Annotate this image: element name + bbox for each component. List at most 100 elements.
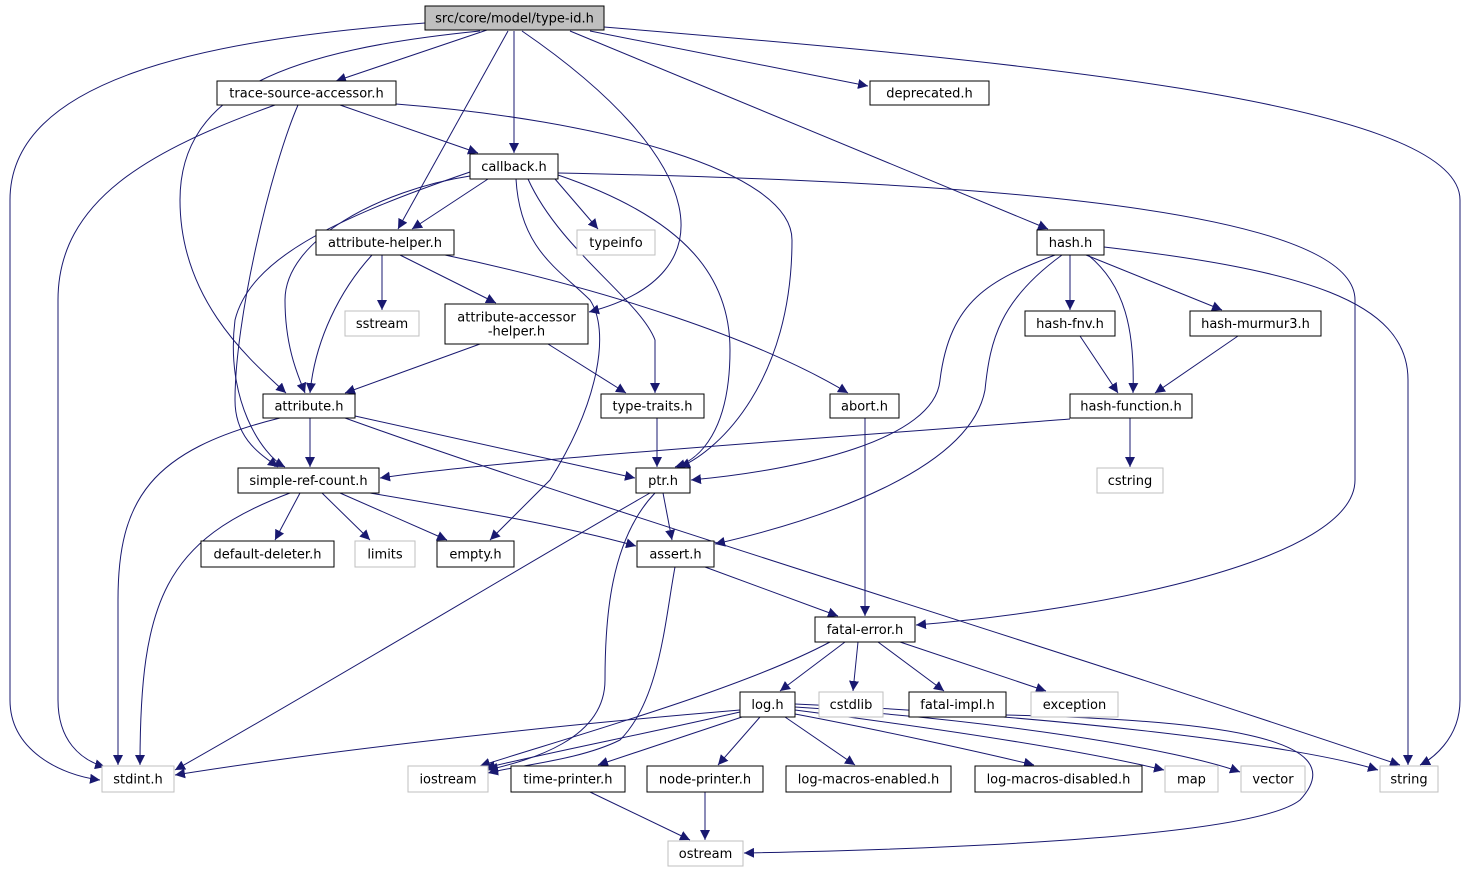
node-box-assert (636, 540, 715, 568)
node-log-macros-enabled[interactable]: log-macros-enabled.h (785, 765, 952, 793)
edge-type-id-to-trace-source-accessor (335, 29, 488, 83)
node-box-limits (354, 540, 416, 568)
edge-simple-ref-count-to-empty (339, 492, 448, 541)
node-box-attribute (262, 393, 356, 419)
node-box-time-printer (510, 765, 626, 793)
node-box-deprecated (869, 80, 990, 106)
node-simple-ref-count[interactable]: simple-ref-count.h (237, 467, 380, 494)
node-ostream: ostream (667, 840, 744, 867)
node-fatal-impl[interactable]: fatal-impl.h (908, 691, 1007, 718)
node-label-ptr: ptr.h (648, 474, 678, 489)
edge-hash-to-string (1103, 246, 1413, 765)
edge-type-id-to-attribute-accessor-helper (521, 30, 682, 315)
node-callback[interactable]: callback.h (469, 153, 559, 180)
node-box-log-macros-disabled (974, 765, 1143, 793)
edge-attribute-helper-to-attribute-accessor-helper (399, 254, 497, 304)
node-trace-source-accessor[interactable]: trace-source-accessor.h (216, 80, 397, 106)
node-box-callback (469, 153, 559, 180)
node-box-hash-function (1069, 393, 1193, 419)
node-time-printer[interactable]: time-printer.h (510, 765, 626, 793)
node-label-typeinfo: typeinfo (589, 236, 642, 251)
edge-type-id-to-attribute (179, 30, 481, 394)
node-sstream: sstream (344, 310, 420, 337)
node-attribute-accessor-helper[interactable]: attribute-accessor-helper.h (444, 303, 589, 345)
edge-log-to-map (794, 709, 1165, 773)
node-stdint: stdint.h (101, 765, 175, 793)
edge-trace-source-accessor-to-callback (339, 104, 479, 155)
node-box-cstring (1096, 467, 1164, 494)
node-log[interactable]: log.h (739, 691, 796, 718)
node-label-empty: empty.h (449, 548, 501, 563)
node-abort[interactable]: abort.h (829, 393, 900, 419)
node-deprecated[interactable]: deprecated.h (869, 80, 990, 106)
node-label-cstring: cstring (1108, 474, 1152, 489)
node-label-attribute: attribute.h (274, 400, 343, 415)
node-hash-fnv[interactable]: hash-fnv.h (1024, 310, 1116, 337)
edge-hash-to-ptr (690, 254, 1056, 485)
edges-layer (9, 22, 1461, 858)
node-empty[interactable]: empty.h (436, 540, 515, 568)
node-label-log: log.h (751, 698, 783, 713)
node-label-simple-ref-count: simple-ref-count.h (249, 474, 367, 489)
node-log-macros-disabled[interactable]: log-macros-disabled.h (974, 765, 1143, 793)
node-label-log-macros-disabled: log-macros-disabled.h (987, 773, 1131, 788)
node-label-deprecated: deprecated.h (886, 87, 972, 102)
node-box-map (1164, 765, 1219, 793)
edge-log-to-log-macros-enabled (784, 716, 856, 766)
node-box-simple-ref-count (237, 467, 380, 494)
node-attribute-helper[interactable]: attribute-helper.h (315, 229, 455, 256)
node-label-type-id: src/core/model/type-id.h (435, 12, 594, 27)
node-node-printer[interactable]: node-printer.h (646, 765, 764, 793)
node-hash-function[interactable]: hash-function.h (1069, 393, 1193, 419)
edge-trace-source-accessor-to-simple-ref-count (234, 104, 299, 468)
node-hash-murmur3[interactable]: hash-murmur3.h (1189, 310, 1322, 337)
edge-ptr-to-assert (662, 492, 676, 541)
edge-callback-to-type-traits (527, 178, 660, 393)
node-type-traits[interactable]: type-traits.h (600, 393, 705, 419)
nodes-layer: src/core/model/type-id.h trace-source-acc… (101, 5, 1439, 867)
node-box-trace-source-accessor (216, 80, 397, 106)
edge-attribute-to-ptr (354, 415, 636, 481)
node-box-hash-murmur3 (1189, 310, 1322, 337)
node-label-abort: abort.h (841, 400, 888, 415)
node-box-ostream (667, 840, 744, 867)
node-box-node-printer (646, 765, 764, 793)
edge-fatal-error-to-cstdlib (849, 641, 859, 692)
node-box-string (1379, 765, 1439, 793)
edge-hash-to-hash-function (1087, 254, 1139, 394)
node-attribute[interactable]: attribute.h (262, 393, 356, 419)
node-label-hash: hash.h (1049, 236, 1093, 251)
node-label-stdint: stdint.h (113, 773, 162, 788)
node-box-attribute-helper (315, 229, 455, 256)
node-hash[interactable]: hash.h (1036, 229, 1105, 256)
edge-fatal-error-to-exception (899, 641, 1047, 693)
edge-assert-to-iostream (487, 566, 676, 776)
node-box-hash-fnv (1024, 310, 1116, 337)
node-fatal-error[interactable]: fatal-error.h (814, 616, 916, 643)
node-box-default-deleter (200, 540, 335, 568)
node-label-sstream: sstream (356, 317, 408, 332)
node-iostream: iostream (407, 765, 489, 793)
edge-callback-to-fatal-error (557, 172, 1356, 630)
edge-log-to-string (794, 703, 1379, 772)
node-assert[interactable]: assert.h (636, 540, 715, 568)
node-box-vector (1240, 765, 1306, 793)
node-label-log-macros-enabled: log-macros-enabled.h (798, 773, 939, 788)
node-label-iostream: iostream (419, 773, 476, 788)
edge-attribute-helper-to-abort (444, 254, 849, 394)
node-box-typeinfo (576, 229, 656, 256)
node-label-vector: vector (1252, 773, 1294, 788)
edge-type-id-to-string (603, 26, 1461, 766)
node-label-assert: assert.h (649, 548, 701, 563)
node-default-deleter[interactable]: default-deleter.h (200, 540, 335, 568)
node-box-iostream (407, 765, 489, 793)
node-box-ptr (635, 467, 691, 494)
node-ptr[interactable]: ptr.h (635, 467, 691, 494)
node-box-type-id (424, 5, 605, 31)
edge-trace-source-accessor-to-stdint (57, 104, 276, 770)
edge-log-to-iostream (484, 711, 741, 771)
edge-assert-to-fatal-error (704, 566, 839, 618)
edge-hash-function-to-simple-ref-count (379, 418, 1071, 482)
node-box-empty (436, 540, 515, 568)
